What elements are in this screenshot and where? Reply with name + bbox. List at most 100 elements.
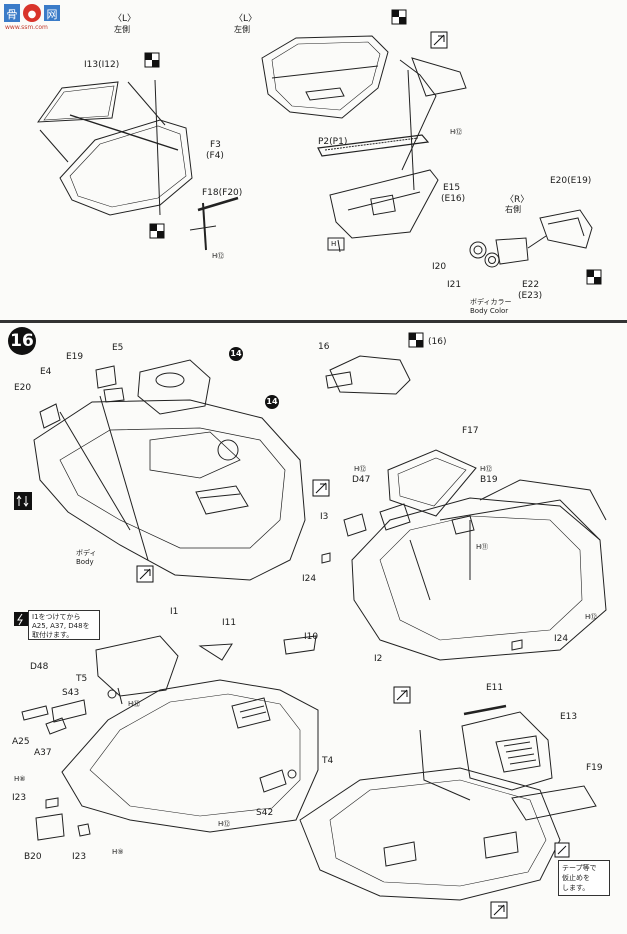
paint-icon [149,223,165,239]
side-vent-part [329,355,411,395]
part-label-i2: I2 [374,654,383,664]
part-label-i24b: I24 [554,634,569,644]
part-label-b20: B20 [24,852,42,862]
right-side-label-jp: 右側 [505,205,521,214]
body-label-jp: ボディ [76,549,97,557]
part-label-f3: F3 [210,140,221,150]
part-label-d47: D47 [352,475,371,485]
windshield-part [95,635,179,697]
part-label-h12b: H⑫ [450,128,463,136]
body-color-label-jp: ボディカラー [470,298,512,306]
part-label-i10: I10 [304,632,319,642]
assembly-note: I1をつけてから A25, A37, D48を 取付けます。 [28,610,100,640]
part-label-i24a: I24 [302,574,317,584]
part-label-e5: E5 [112,343,124,353]
note-line: 仮止めを [562,874,590,882]
svg-text:骨: 骨 [7,8,18,21]
part-label-b19: B19 [480,475,498,485]
part-label-e16: (E16) [441,194,466,204]
note-line: 取付けます。 [32,631,74,639]
part-label-i11: I11 [222,618,237,628]
left-side-label: 〈L〉 [113,14,137,24]
paint-ref-16: (16) [428,337,447,347]
part-label-h11: H⑪ [476,543,489,551]
part-label-i1: I1 [170,607,179,617]
rear-grill-part [511,785,597,821]
part-label-i21: I21 [447,280,462,290]
part-label-a25: A25 [12,737,30,747]
glue-icon [312,479,330,497]
part-label-i20: I20 [432,262,447,272]
section-divider [0,320,627,323]
part-label-i23a: I23 [12,793,27,803]
svg-text:●: ● [28,9,37,20]
part-label-f19: F19 [586,763,603,773]
engine-hood-part [461,711,553,791]
note-line: テープ等で [562,864,597,872]
watermark-logo: 骨 ● 网 www.ssm.com [2,2,64,34]
part-label-d48: D48 [30,662,49,672]
part-label-e15: E15 [443,183,461,193]
note-line: します。 [562,884,590,892]
glue-icon [136,565,154,583]
part-label-i23b: I23 [72,852,87,862]
part-label-f18: F18(F20) [202,188,243,198]
part-label-h12f: H⑫ [128,700,141,708]
door-part [261,35,389,119]
glue-icon [490,901,508,919]
mirror-part [539,209,593,249]
part-label-f4: (F4) [206,151,224,161]
part-label-e20: E20(E19) [550,176,592,186]
body-tub-part [33,399,306,581]
body-color-label: Body Color [470,307,509,315]
part-label-h-box: H [331,240,337,248]
step-ref-circle: 14 [229,347,243,361]
right-side-label: 〈R〉 [505,195,530,205]
part-label-a37: A37 [34,748,52,758]
part-label-i13: I13(I12) [84,60,120,70]
note-line: I1をつけてから [32,613,81,621]
part-label-e19: E19 [66,352,84,362]
engine-cover-part [387,449,477,517]
part-label-h12g: H⑫ [218,820,231,828]
window-glass-part [36,81,119,123]
window-frame-part [59,119,193,216]
part-label-e23: (E23) [518,291,543,301]
part-label-i3: I3 [320,512,329,522]
door-panel-part [329,169,439,239]
left-side-label-jp-2: 左側 [234,25,250,34]
tape-note: テープ等で 仮止めを します。 [558,860,610,896]
glue-icon [554,842,570,858]
caution-icon [14,612,28,626]
part-label-e4: E4 [40,367,52,377]
part-label-16: 16 [318,342,330,352]
body-label: Body [76,558,94,566]
paint-icon [391,9,407,25]
part-label-h12e: H⑫ [585,613,598,621]
glue-icon [393,686,411,704]
paint-icon [586,269,602,285]
part-label-e22: E22 [522,280,540,290]
part-label-s43: S43 [62,688,80,698]
part-label-e11: E11 [486,683,504,693]
part-label-t5: T5 [76,674,88,684]
part-label-h12a: H⑫ [212,252,225,260]
engine-part [137,359,211,415]
left-side-label-2: 〈L〉 [234,14,258,24]
step-number: 16 [8,327,36,355]
part-label-e20: E20 [14,383,32,393]
watermark-text: www.ssm.com [5,24,48,31]
part-label-h12d: H⑫ [480,465,493,473]
part-label-h12c: H⑫ [354,465,367,473]
front-body-part [61,679,319,833]
part-label-h8: H⑧ [14,775,26,783]
paint-icon [144,52,160,68]
part-label-t4: T4 [322,756,334,766]
note-line: A25, A37, D48を [32,622,90,630]
step-ref-circle: 14 [265,395,279,409]
part-label-p2: P2(P1) [318,137,348,147]
paint-icon [408,332,424,348]
